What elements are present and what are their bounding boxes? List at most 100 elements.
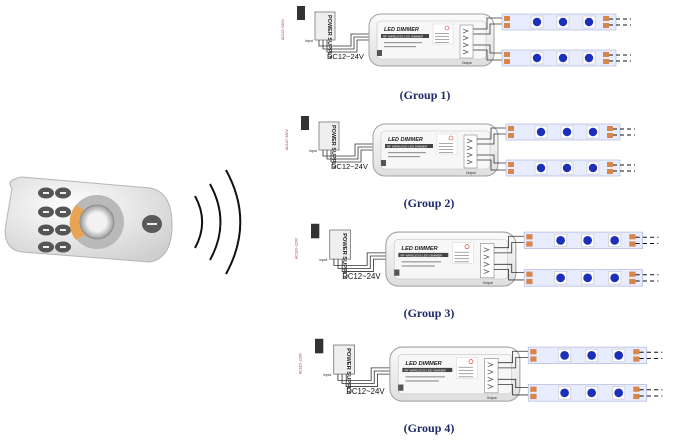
dimmer-panel bbox=[397, 354, 512, 395]
solder-pad bbox=[603, 23, 609, 28]
dimmer-title: LED DIMMER bbox=[384, 27, 419, 33]
power-supply-body bbox=[333, 344, 355, 375]
output-label: Output bbox=[466, 171, 476, 175]
led-chip-light bbox=[536, 163, 546, 173]
led-chip-light bbox=[558, 53, 568, 63]
solder-pad bbox=[607, 126, 613, 131]
led-chip-light bbox=[584, 53, 594, 63]
solder-pad bbox=[508, 169, 514, 174]
dimmer-subtitle-bar bbox=[402, 367, 453, 373]
dimmer-subtitle-bar bbox=[385, 144, 433, 148]
led-strip-2 bbox=[527, 384, 663, 402]
solder-pad bbox=[530, 386, 537, 392]
dimmer-subtitle: RF WIRELESS LED DIMMER bbox=[404, 368, 446, 372]
solder-pad bbox=[526, 234, 533, 240]
dimmer-subtitle: RF WIRELESS LED DIMMER bbox=[383, 34, 424, 38]
led-strip-2 bbox=[523, 269, 659, 287]
power-supply-label: POWER SUPPLY bbox=[345, 348, 351, 394]
solder-pad bbox=[629, 241, 636, 247]
terminal-screw bbox=[487, 362, 494, 368]
terminal-screw bbox=[462, 49, 469, 55]
dimmer-subtitle-bar bbox=[381, 34, 429, 38]
led-chip-light bbox=[587, 351, 597, 360]
led-chip-light bbox=[583, 273, 593, 283]
led-chip-light bbox=[614, 351, 624, 360]
solder-pad bbox=[508, 126, 514, 131]
power-supply-body bbox=[318, 121, 340, 151]
plug-icon bbox=[301, 116, 309, 130]
dimmer-panel bbox=[380, 130, 491, 170]
solder-pad bbox=[607, 133, 613, 138]
led-chip-light bbox=[584, 17, 594, 27]
led-chip-light bbox=[556, 236, 565, 245]
solder-pad bbox=[504, 52, 510, 57]
terminal-screw bbox=[487, 369, 494, 375]
input-terminal bbox=[381, 160, 386, 166]
dimmer-subtitle-bar bbox=[398, 252, 449, 258]
led-chip-light bbox=[614, 388, 624, 398]
input-label: Input bbox=[323, 373, 331, 377]
output-label: Output bbox=[483, 281, 493, 285]
solder-pad bbox=[603, 59, 609, 64]
group-1-caption: (Group 1) bbox=[399, 88, 451, 102]
dimmer-subtitle: RF WIRELESS LED DIMMER bbox=[400, 253, 442, 257]
solder-pad bbox=[629, 278, 636, 285]
terminal-screw bbox=[483, 261, 490, 267]
solder-pad bbox=[526, 271, 533, 277]
terminal-screw bbox=[462, 28, 469, 34]
group-4-caption: (Group 4) bbox=[403, 421, 455, 435]
dc-label: DC12~24V bbox=[342, 272, 381, 281]
solder-pad bbox=[633, 393, 640, 400]
led-chip-light bbox=[588, 163, 598, 173]
plug-icon bbox=[315, 338, 324, 354]
input-wires bbox=[337, 367, 395, 388]
led-strip-2 bbox=[505, 159, 635, 177]
terminal-screw bbox=[466, 138, 473, 144]
terminal-screw bbox=[466, 152, 473, 158]
solder-pad bbox=[607, 169, 613, 174]
solder-pad bbox=[508, 133, 514, 138]
terminal-screw bbox=[462, 35, 469, 41]
output-terminal bbox=[484, 358, 499, 394]
solder-pad bbox=[504, 16, 510, 21]
dc-label: DC12~24V bbox=[331, 162, 368, 171]
terminal-screw bbox=[466, 145, 473, 151]
led-chip-light bbox=[610, 273, 620, 283]
led-chip-light bbox=[560, 351, 569, 360]
output-label: Output bbox=[487, 396, 497, 400]
dial-center bbox=[79, 204, 115, 240]
input-wires bbox=[318, 33, 373, 53]
power-supply-label: POWER SUPPLY bbox=[330, 125, 336, 169]
input-label: Input bbox=[319, 258, 327, 262]
output-wires bbox=[498, 350, 529, 396]
spec-label bbox=[452, 242, 474, 264]
solder-pad bbox=[633, 386, 640, 392]
power-supply-label: POWER SUPPLY bbox=[326, 15, 332, 59]
led-chip-light bbox=[610, 236, 620, 245]
led-strip-1 bbox=[501, 13, 631, 31]
output-terminal bbox=[480, 243, 495, 279]
group-3-caption: (Group 3) bbox=[403, 306, 455, 320]
led-strip-2 bbox=[501, 49, 631, 67]
led-chip-light bbox=[588, 127, 598, 137]
radio-waves bbox=[194, 169, 242, 275]
spec-label bbox=[456, 357, 478, 379]
dc-label: DC12~24V bbox=[327, 52, 364, 61]
dimmer-panel bbox=[393, 239, 508, 280]
led-chip-light bbox=[532, 17, 542, 27]
dimmer-title: LED DIMMER bbox=[405, 361, 442, 367]
solder-pad bbox=[629, 271, 636, 277]
wave-arc bbox=[194, 195, 204, 249]
output-wires bbox=[473, 17, 502, 61]
input-terminal bbox=[394, 269, 400, 276]
solder-pad bbox=[603, 16, 609, 21]
output-terminal bbox=[463, 134, 478, 169]
